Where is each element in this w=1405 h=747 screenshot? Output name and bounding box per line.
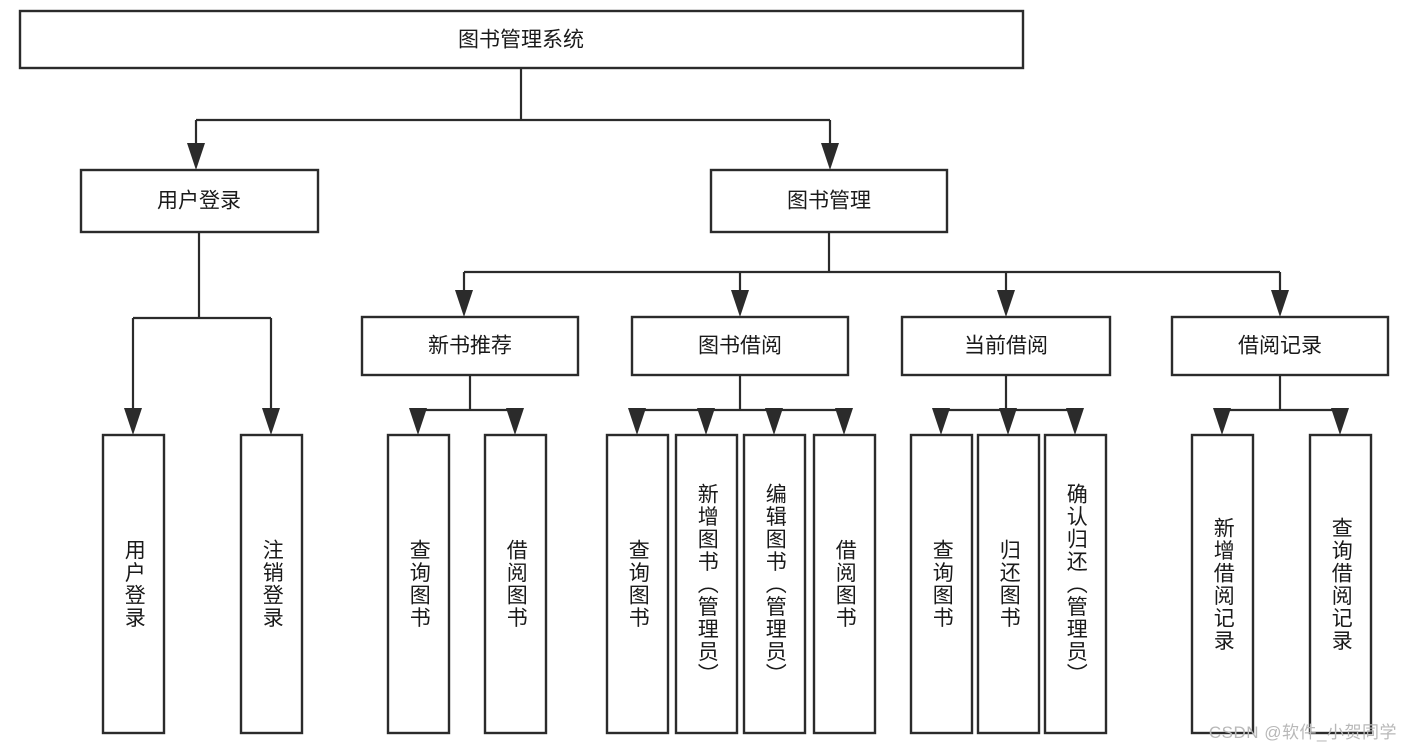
watermark-text: CSDN @软件_小贺同学 <box>1208 723 1397 742</box>
leaf-query-book-3-box[interactable] <box>909 433 974 735</box>
leaf-borrow-book-1-box[interactable] <box>483 433 548 735</box>
leaf-add-book-box[interactable] <box>674 433 739 735</box>
node-new-book-recommend-label: 新书推荐 <box>428 335 512 358</box>
arrowhead-leaf-confirm-return <box>1066 408 1084 435</box>
arrowhead-leaf-borrow-book-1 <box>506 408 524 435</box>
leaf-edit-book-box[interactable] <box>742 433 807 735</box>
node-borrow-record-box[interactable] <box>1170 315 1390 377</box>
node-current-borrow-label: 当前借阅 <box>964 335 1048 358</box>
arrowhead-new-book-recommend <box>455 290 473 317</box>
node-root[interactable]: 图书管理系统 <box>18 9 1025 70</box>
node-user-login-label: 用户登录 <box>157 190 241 213</box>
node-user-login[interactable]: 用户登录 <box>79 168 320 234</box>
arrowhead-leaf-add-book <box>697 408 715 435</box>
arrowhead-user-login <box>187 143 205 170</box>
leaf-confirm-return-box[interactable] <box>1043 433 1108 735</box>
connector-group <box>124 68 1349 435</box>
arrowhead-leaf-return-book <box>999 408 1017 435</box>
arrowhead-borrow-record <box>1271 290 1289 317</box>
arrowhead-leaf-user-login <box>124 408 142 435</box>
node-root-box[interactable] <box>18 9 1025 70</box>
arrowhead-leaf-borrow-book-2 <box>835 408 853 435</box>
leaf-box-group <box>101 433 1373 735</box>
arrowhead-leaf-query-record <box>1331 408 1349 435</box>
node-book-manage-box[interactable] <box>709 168 949 234</box>
arrowhead-leaf-add-record <box>1213 408 1231 435</box>
leaf-query-book-2-box[interactable] <box>605 433 670 735</box>
arrowhead-leaf-query-book-3 <box>932 408 950 435</box>
arrowhead-leaf-query-book-2 <box>628 408 646 435</box>
leaf-borrow-book-2-box[interactable] <box>812 433 877 735</box>
leaf-query-book-1-box[interactable] <box>386 433 451 735</box>
node-current-borrow-box[interactable] <box>900 315 1112 377</box>
node-book-manage[interactable]: 图书管理 <box>709 168 949 234</box>
node-borrow-record-label: 借阅记录 <box>1238 335 1322 358</box>
node-root-label: 图书管理系统 <box>458 29 584 52</box>
node-new-book-recommend[interactable]: 新书推荐 <box>360 315 580 377</box>
arrowhead-leaf-query-book-1 <box>409 408 427 435</box>
leaf-user-logout-box[interactable] <box>239 433 304 735</box>
arrowhead-current-borrow <box>997 290 1015 317</box>
node-borrow-record[interactable]: 借阅记录 <box>1170 315 1390 377</box>
leaf-query-record-box[interactable] <box>1308 433 1373 735</box>
leaf-add-record-box[interactable] <box>1190 433 1255 735</box>
arrowhead-book-borrow <box>731 290 749 317</box>
arrowhead-book-manage <box>821 143 839 170</box>
leaf-return-book-box[interactable] <box>976 433 1041 735</box>
node-book-borrow[interactable]: 图书借阅 <box>630 315 850 377</box>
arrowhead-leaf-user-logout <box>262 408 280 435</box>
node-book-borrow-label: 图书借阅 <box>698 335 782 358</box>
leaf-user-login-box[interactable] <box>101 433 166 735</box>
node-current-borrow[interactable]: 当前借阅 <box>900 315 1112 377</box>
node-book-manage-label: 图书管理 <box>787 190 871 213</box>
arrowhead-leaf-edit-book <box>765 408 783 435</box>
node-new-book-recommend-box[interactable] <box>360 315 580 377</box>
node-user-login-box[interactable] <box>79 168 320 234</box>
node-book-borrow-box[interactable] <box>630 315 850 377</box>
